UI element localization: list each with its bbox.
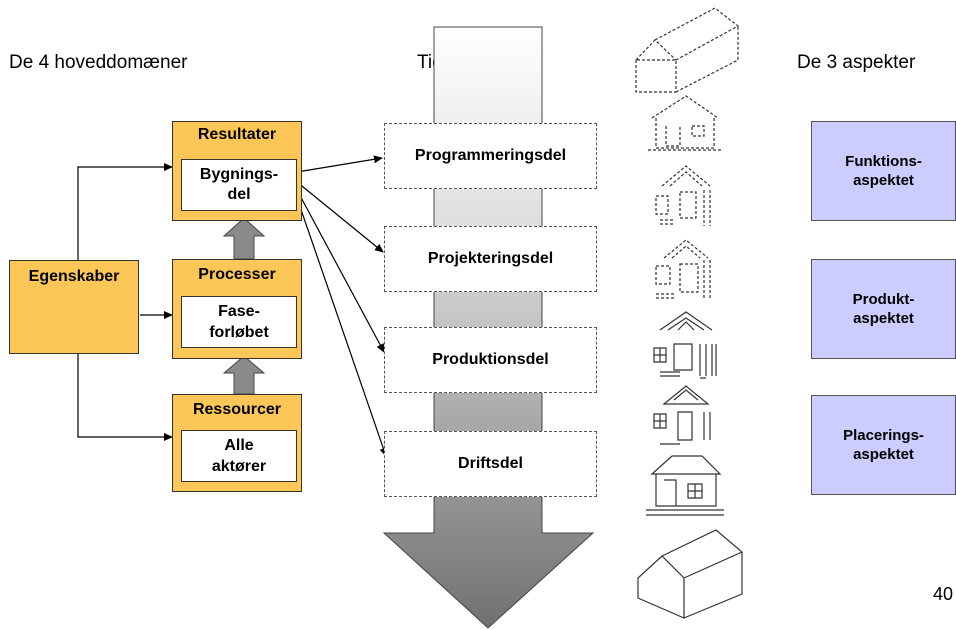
aspect-placering-line2: aspektet: [853, 446, 914, 463]
house-components-icon: [655, 239, 711, 300]
bygningsdel-line2: del: [227, 186, 251, 203]
faseforloebet-line1: Fase-: [218, 303, 260, 320]
up-arrow-1: [222, 217, 266, 260]
processer-box: Processer Fase- forløbet: [172, 259, 302, 359]
house-sketches: [635, 7, 743, 619]
bygningsdel-line1: Bygnings-: [199, 166, 279, 183]
phase-programmeringsdel: Programmeringsdel: [384, 123, 597, 189]
aspect-produkt: Produkt- aspektet: [811, 259, 956, 359]
aspect-funktion-line2: aspektet: [853, 172, 914, 189]
resultater-box: Resultater Bygnings- del: [172, 121, 302, 221]
aspect-placering-line1: Placerings-: [843, 427, 924, 444]
aspect-funktion-line1: Funktions-: [845, 153, 922, 170]
aspect-placering: Placerings- aspektet: [811, 395, 956, 495]
processer-title: Processer: [198, 266, 276, 283]
resultater-title: Resultater: [197, 126, 277, 143]
phase-produktionsdel: Produktionsdel: [384, 327, 597, 393]
aspect-funktion: Funktions- aspektet: [811, 121, 956, 221]
house-parts-icon: [653, 311, 717, 379]
alle-aktoerer-box: Alle aktører: [181, 430, 297, 482]
alle-aktoerer-line1: Alle: [224, 437, 254, 454]
house-front-icon: [646, 455, 724, 516]
phase-connectors: [296, 155, 388, 457]
domains-heading: De 4 hoveddomæner: [9, 52, 188, 73]
up-arrow-2: [222, 355, 266, 395]
faseforloebet-box: Fase- forløbet: [181, 296, 297, 348]
ressourcer-box: Ressourcer Alle aktører: [172, 394, 302, 492]
house-3d-icon: [637, 529, 743, 619]
faseforloebet-line2: forløbet: [209, 324, 269, 341]
ressourcer-title: Ressourcer: [192, 401, 282, 418]
phase-projekteringsdel: Projekteringsdel: [384, 226, 597, 292]
phase-driftsdel: Driftsdel: [384, 431, 597, 497]
alle-aktoerer-line2: aktører: [211, 458, 267, 475]
house-frame-dashed-icon: [635, 7, 740, 93]
page-number: 40: [933, 584, 954, 604]
egenskaber-label: Egenskaber: [28, 268, 120, 285]
house-components-dashed-icon: [655, 165, 711, 226]
egenskaber-connectors: [77, 163, 173, 441]
house-dashed-icon: [648, 95, 722, 151]
aspects-heading: De 3 aspekter: [797, 52, 916, 73]
aspect-produkt-line1: Produkt-: [852, 291, 915, 308]
bygningsdel-box: Bygnings- del: [181, 159, 297, 211]
egenskaber-box: Egenskaber: [9, 260, 139, 354]
house-gable-icon: [653, 385, 711, 445]
aspect-produkt-line2: aspektet: [853, 310, 914, 327]
